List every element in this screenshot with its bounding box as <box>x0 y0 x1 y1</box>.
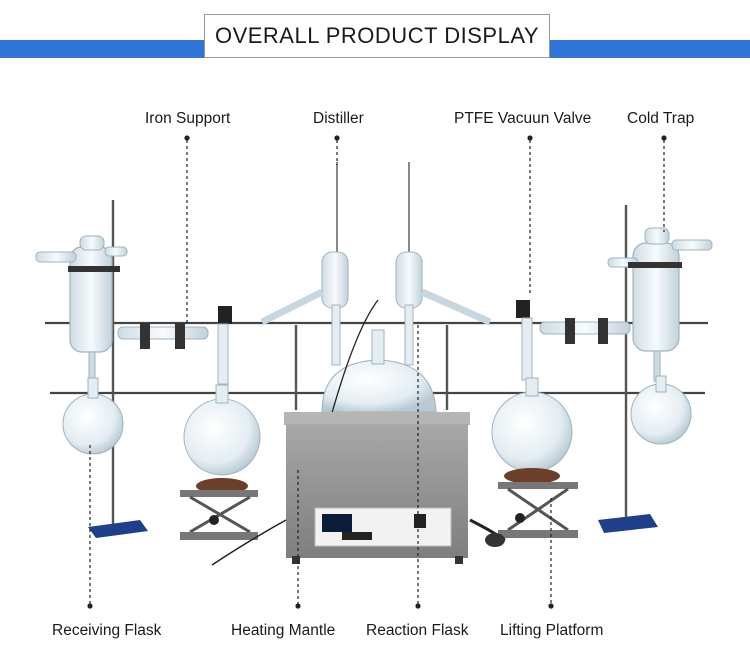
label-lifting-platform: Lifting Platform <box>500 622 604 639</box>
header-bar-right <box>550 40 750 58</box>
vacuum-valve-left <box>117 306 232 349</box>
label-cold-trap: Cold Trap <box>627 110 695 127</box>
distiller-left <box>260 162 349 366</box>
page-title: OVERALL PRODUCT DISPLAY <box>214 23 540 48</box>
cold-trap-left <box>35 235 128 381</box>
label-ptfe-vacuum-valve: PTFE Vacuun Valve <box>454 110 592 127</box>
heating-mantle <box>211 412 506 566</box>
collection-flask-right <box>491 317 573 473</box>
label-reaction-flask: Reaction Flask <box>366 622 469 639</box>
distiller-right <box>395 162 492 366</box>
header-bar <box>0 40 750 58</box>
label-heating-mantle: Heating Mantle <box>231 622 336 639</box>
stand-base-right <box>598 514 658 533</box>
receiving-flask-right <box>630 375 692 445</box>
leader-dots <box>87 135 667 609</box>
reaction-flask <box>321 299 437 421</box>
lifting-platform-right <box>498 468 578 538</box>
vacuum-valve-right <box>516 300 631 344</box>
leader-lines <box>89 140 665 605</box>
lifting-platform-left <box>180 478 258 540</box>
label-receiving-flask: Receiving Flask <box>52 622 162 639</box>
cold-trap-right <box>607 227 713 382</box>
stand-base-left <box>88 520 148 538</box>
collection-flask-left <box>183 323 261 476</box>
label-distiller: Distiller <box>313 110 364 127</box>
header-bar-left <box>0 40 204 58</box>
receiving-flask-left <box>62 377 124 455</box>
title-box: OVERALL PRODUCT DISPLAY <box>204 14 550 58</box>
label-iron-support: Iron Support <box>145 110 231 127</box>
